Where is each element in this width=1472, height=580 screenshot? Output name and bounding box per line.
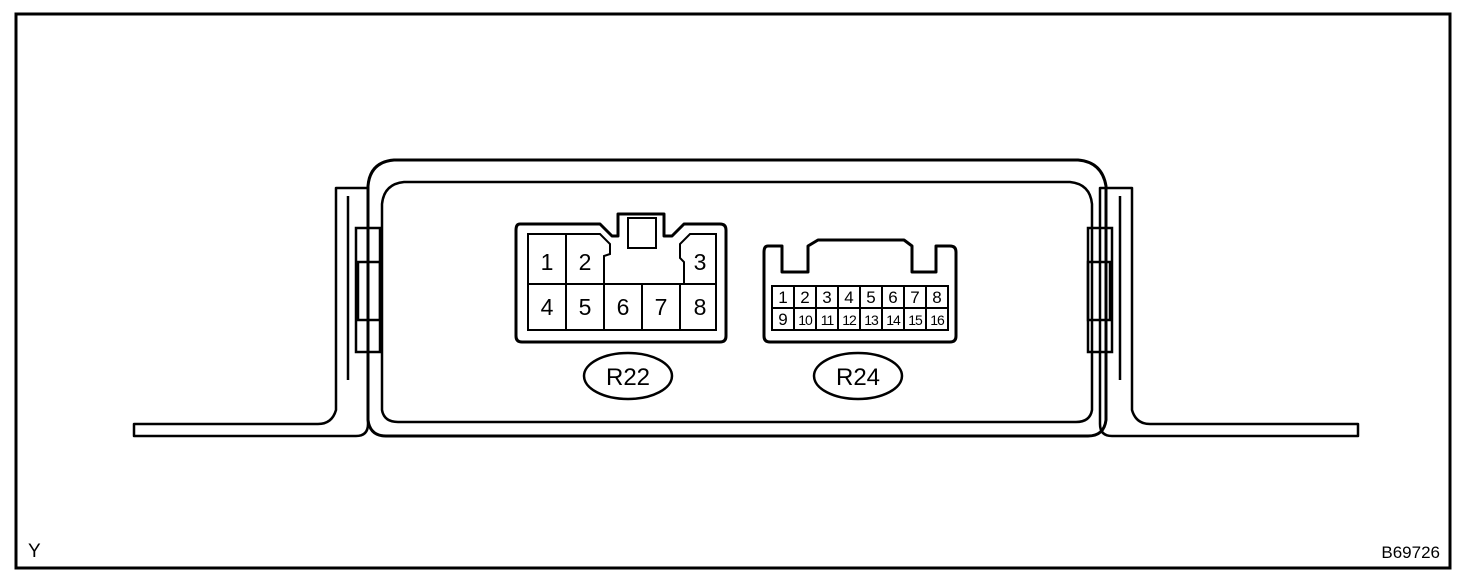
figure-frame [14,12,1452,570]
r24-pin-8: 8 [932,288,941,307]
r22-pin-5: 5 [579,294,592,320]
r22-pin-grid [527,234,717,331]
r22-lock-tab [627,217,657,249]
r24-pin-9: 9 [778,310,787,329]
r24-pin-13: 13 [864,312,879,328]
r24-pin-12: 12 [842,312,857,328]
figure-code: B69726 [1381,543,1440,562]
r24-pin-6: 6 [888,288,897,307]
tag-r24: R24 [812,351,904,401]
r24-pin-14: 14 [886,312,901,328]
r24-notch [807,239,819,247]
r24-pin-16: 16 [930,312,945,328]
r22-pin-6: 6 [617,294,630,320]
r22-shell [514,212,728,344]
r22-pin-8: 8 [694,294,707,320]
r24-pin-3: 3 [822,288,831,307]
r24-pin-2: 2 [800,288,809,307]
r24-pin-7: 7 [910,288,919,307]
corner-mark: Y [28,541,41,562]
r24-pin-1: 1 [778,288,787,307]
r24-tag-oval [812,351,904,401]
r24-pin-5: 5 [866,288,875,307]
r24-pin-15: 15 [908,312,923,328]
r22-pin-7: 7 [655,294,668,320]
mounting-bracket [132,186,1360,438]
r24-pin-cell [925,307,949,331]
r24-pin-4: 4 [844,288,853,307]
r22-pin-1: 1 [541,249,554,275]
r24-pin-10: 10 [798,312,813,328]
housing-outer [366,158,1108,438]
r22-pin-4: 4 [541,294,554,320]
r24-tag-label: R24 [836,364,880,391]
r22-pin-2: 2 [579,249,592,275]
right-clip [1086,226,1114,354]
r22-tag-label: R22 [606,364,650,391]
r22-pin-3: 3 [694,249,707,275]
housing-face [380,180,1094,424]
r24-pin-11: 11 [821,312,835,328]
r24-pin-grid [771,285,949,331]
tag-r22: R22 [582,351,674,401]
connector-r22: 1 2 3 4 5 6 7 8 [514,212,728,344]
r22-tag-oval [582,351,674,401]
